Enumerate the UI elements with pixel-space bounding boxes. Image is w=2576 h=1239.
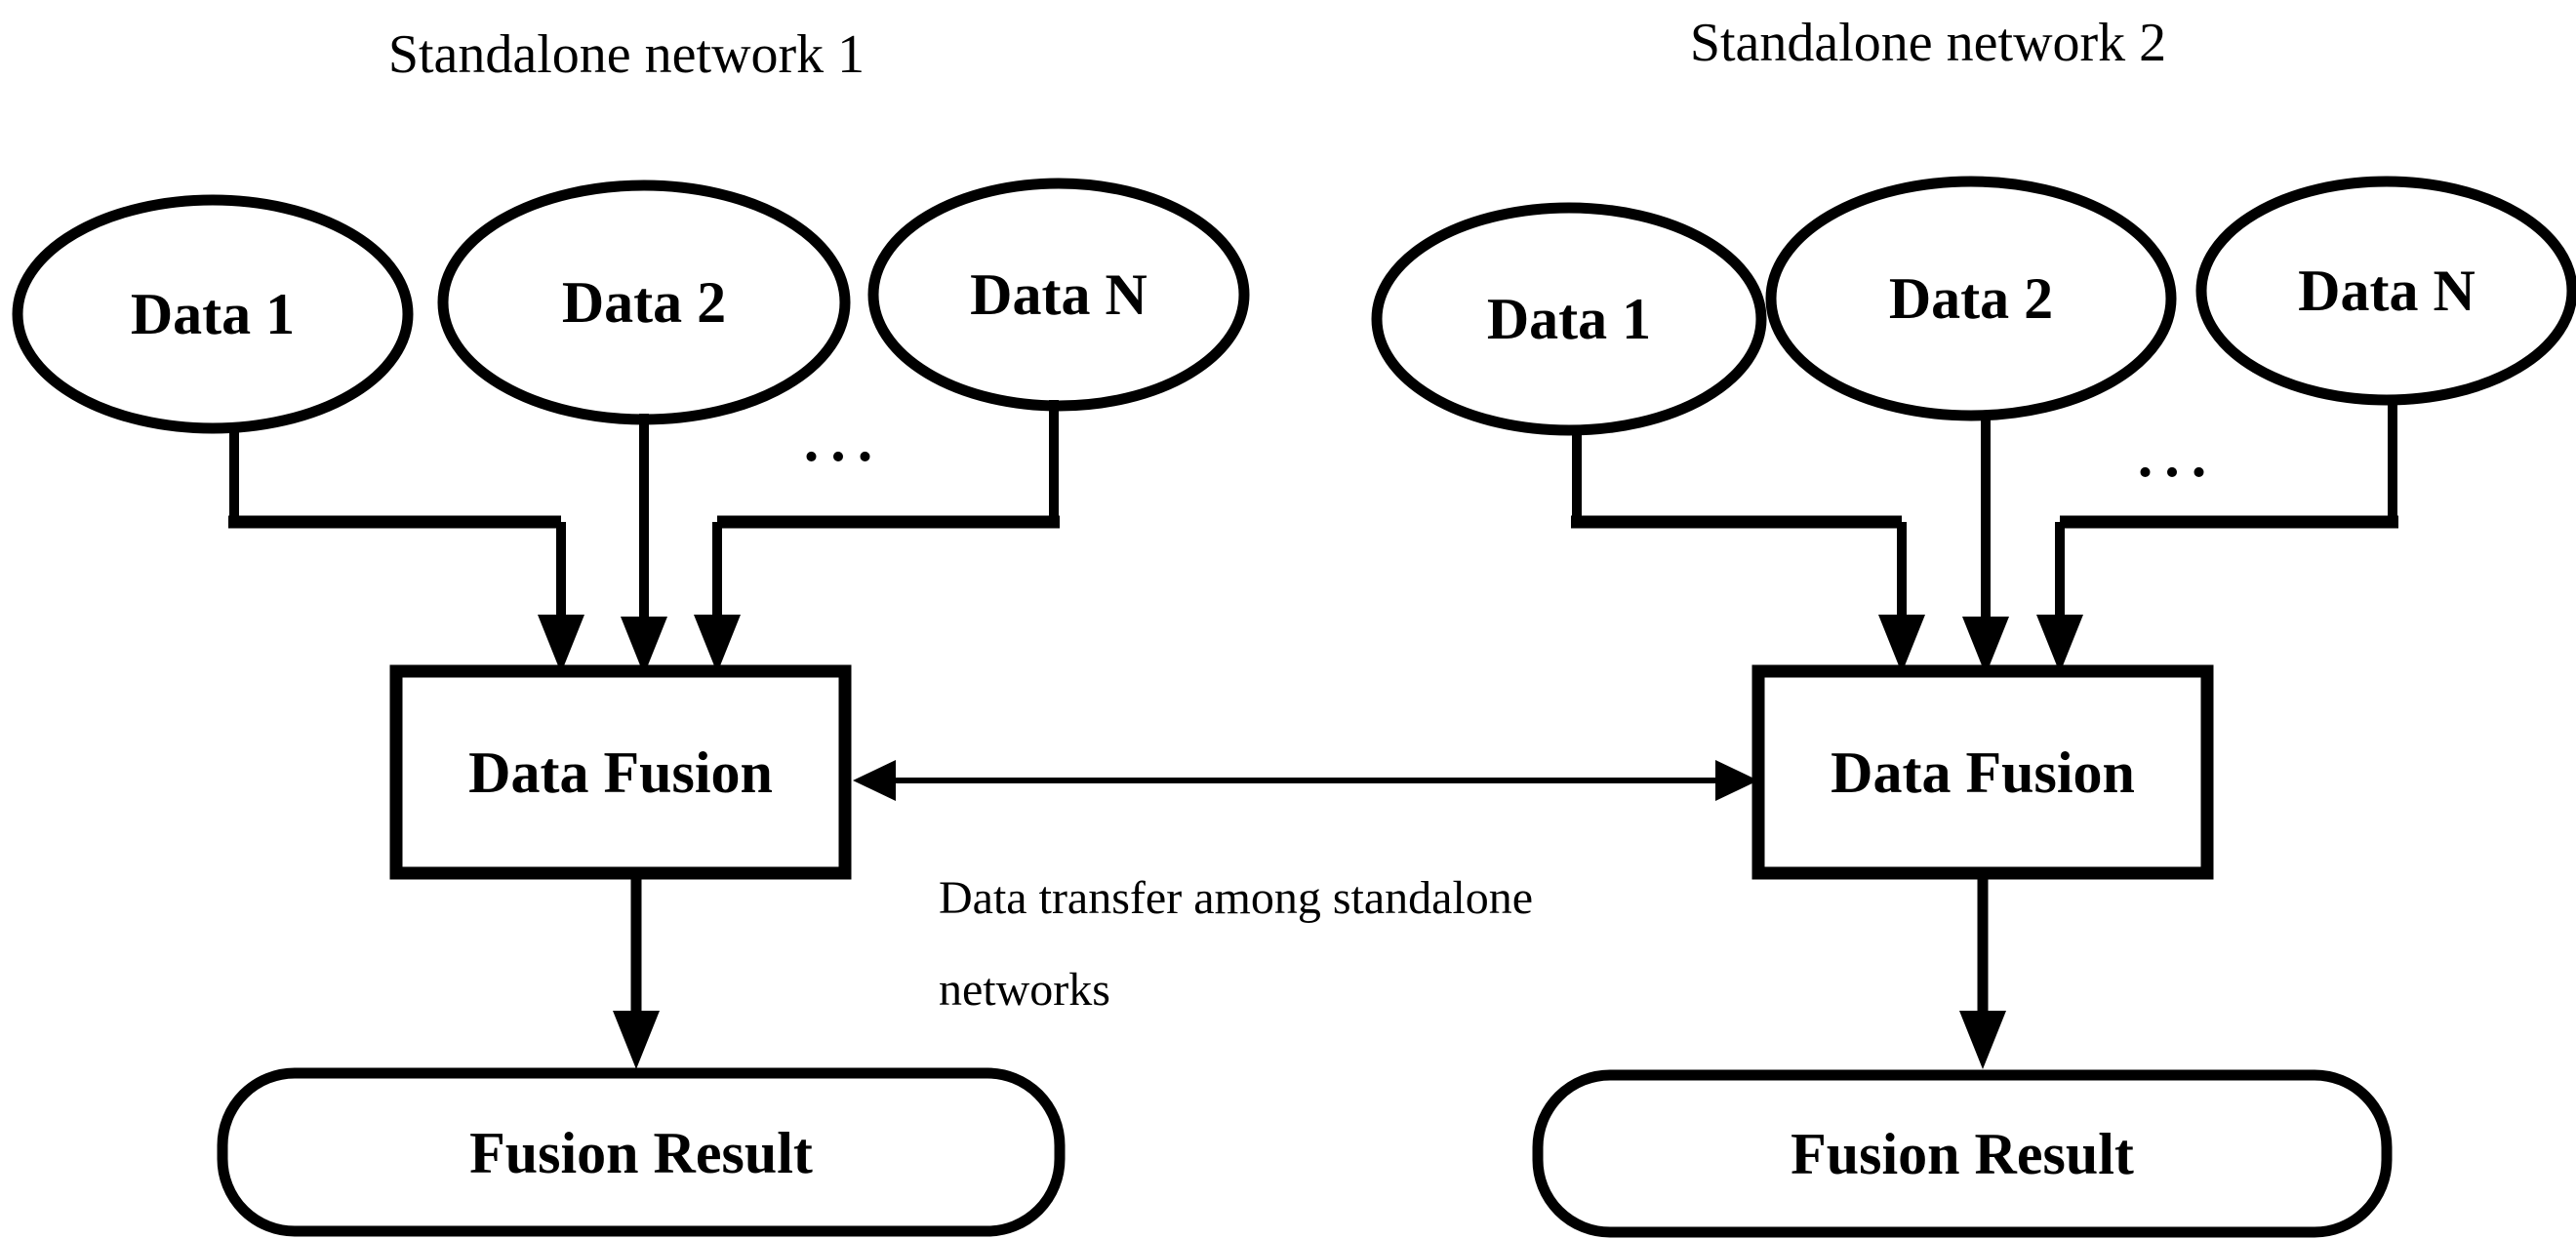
- arrowhead-down: [1878, 615, 1925, 673]
- network-1-arrow-to-result: [613, 873, 660, 1069]
- network-2-arrow-to-result: [1959, 873, 2006, 1069]
- network-2-fusion-result-label: Fusion Result: [1791, 1122, 2134, 1186]
- network-2-arrow-data-n: [2036, 396, 2398, 673]
- network-2-ellipsis: ...: [2138, 423, 2219, 490]
- arrowhead-down: [694, 615, 741, 673]
- network-1-ellipsis: ...: [804, 408, 885, 474]
- network-2-data-fusion-label: Data Fusion: [1831, 740, 2135, 805]
- network-2-arrow-data-1: [1571, 427, 1925, 673]
- arrowhead-left: [853, 760, 896, 801]
- network-1-arrow-data-1: [228, 425, 584, 673]
- arrowhead-down: [1962, 617, 2009, 675]
- arrowhead-down: [2036, 615, 2083, 673]
- network-2-data-n-label: Data N: [2298, 259, 2475, 323]
- network-1-data-n-label: Data N: [970, 262, 1147, 327]
- arrowhead-down: [1959, 1011, 2006, 1069]
- transfer-link: Data transfer among standalone networks: [853, 760, 1758, 1016]
- network-2-title: Standalone network 2: [1690, 13, 2166, 73]
- arrowhead-down: [613, 1011, 660, 1069]
- network-1-data-1-ellipse: [12, 194, 414, 434]
- network-2-data-fusion-box: [1751, 664, 2214, 880]
- network-1-fusion-result-shape: [217, 1067, 1066, 1237]
- network-2-data-2-label: Data 2: [1889, 266, 2053, 331]
- network-2-arrow-data-2: [1962, 412, 2009, 675]
- network-1-data-2-label: Data 2: [562, 270, 726, 335]
- network-2-fusion-result-shape: [1532, 1069, 2393, 1238]
- network-2-data-1-ellipse: [1371, 202, 1767, 436]
- network-2-data-1-label: Data 1: [1487, 287, 1651, 351]
- network-2-data-n-ellipse: [2195, 176, 2576, 406]
- network-1-data-1-label: Data 1: [131, 282, 295, 346]
- network-1-arrow-data-2: [621, 414, 667, 675]
- network-2-data-2-ellipse: [1765, 176, 2177, 421]
- network-1-arrow-data-n: [694, 400, 1060, 673]
- arrowhead-down: [538, 615, 584, 673]
- arrowhead-right: [1715, 760, 1758, 801]
- network-1-data-fusion-box: [389, 664, 852, 880]
- arrowhead-down: [621, 617, 667, 675]
- network-1-data-fusion-label: Data Fusion: [468, 740, 773, 805]
- network-2: Standalone network 2 Data 1 Data 2 Data …: [1371, 13, 2576, 1238]
- transfer-label-line-1: Data transfer among standalone: [939, 872, 1533, 924]
- transfer-label-line-2: networks: [939, 964, 1110, 1016]
- network-1-title: Standalone network 1: [388, 24, 865, 85]
- network-1-fusion-result-label: Fusion Result: [469, 1121, 813, 1185]
- network-1: Standalone network 1 Data 1 Data 2 Data …: [12, 24, 1250, 1237]
